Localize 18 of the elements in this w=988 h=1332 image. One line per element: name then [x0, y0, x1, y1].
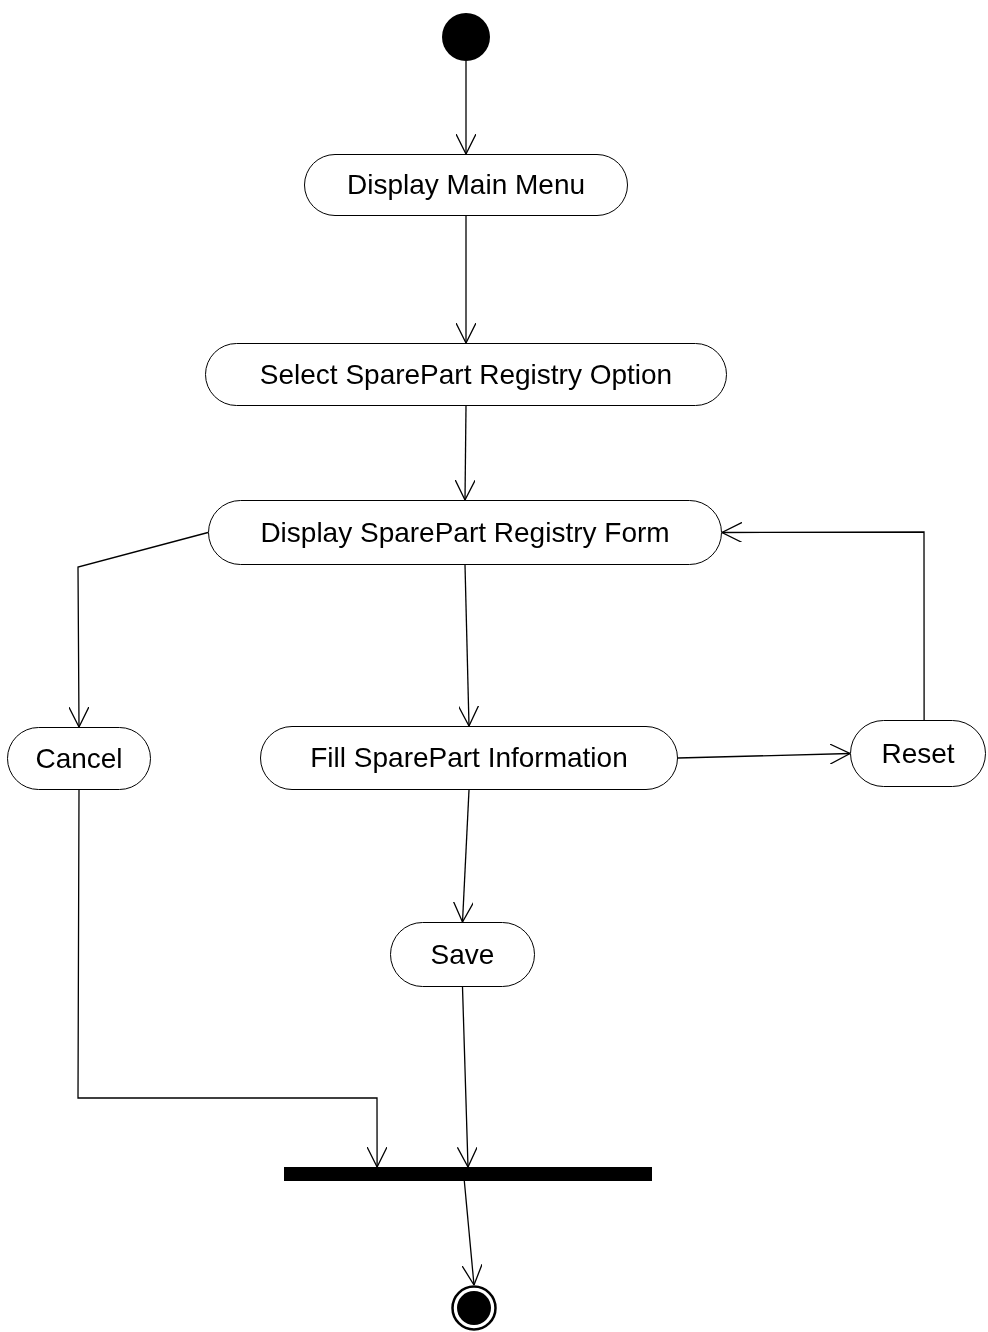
- action-label: Reset: [881, 737, 955, 770]
- arrow: [721, 521, 925, 721]
- action-label: Display Main Menu: [346, 169, 586, 201]
- arrow: [454, 405, 476, 501]
- action-label: Save: [430, 938, 495, 971]
- arrow: [77, 789, 388, 1168]
- arrow: [677, 743, 851, 765]
- arrow: [68, 531, 209, 728]
- arrow: [452, 789, 475, 923]
- arrow: [456, 986, 479, 1168]
- arrow: [461, 1180, 483, 1286]
- action-label: Select SparePart Registry Option: [259, 358, 673, 391]
- action-label: Display SparePart Registry Form: [260, 516, 670, 549]
- arrow: [455, 215, 477, 344]
- arrow: [457, 564, 480, 727]
- action-label: Cancel: [35, 742, 123, 775]
- arrow: [455, 60, 477, 155]
- action-label: Fill SparePart Information: [310, 742, 628, 774]
